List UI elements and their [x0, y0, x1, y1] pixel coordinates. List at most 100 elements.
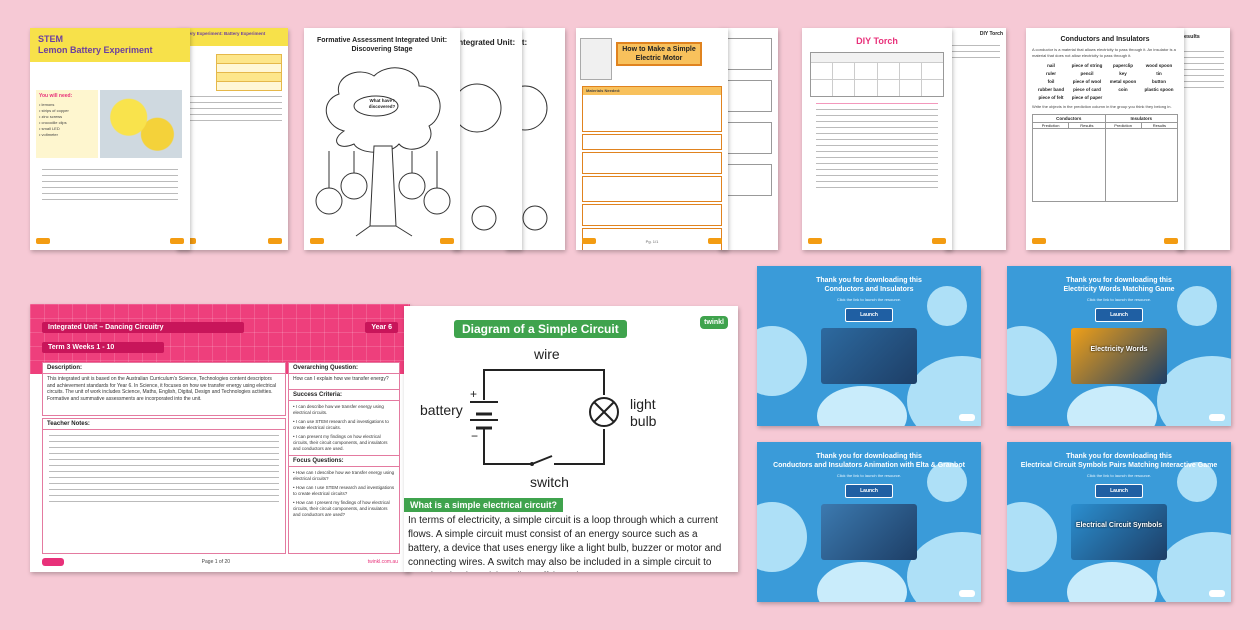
- thumbnail-preview[interactable]: [821, 504, 917, 560]
- circuit-diagram-slide: Diagram of a Simple Circuit twinkl + − w…: [404, 306, 738, 572]
- thumbnail-subtitle: Click the link to launch the resource.: [1086, 473, 1152, 478]
- svg-text:−: −: [471, 429, 478, 443]
- description-box: Description: This integrated unit is bas…: [42, 362, 286, 416]
- thumbnail-preview-text: Electricity Words: [1090, 346, 1148, 353]
- torch-back-title: DIY Torch: [979, 31, 1003, 37]
- twinkl-logo: [1209, 590, 1225, 597]
- col-prediction-2: Prediction: [1106, 123, 1142, 128]
- conductors-title: Conductors and Insulators: [1060, 36, 1150, 43]
- motor-back-page: [718, 28, 778, 250]
- battery-label: battery: [420, 402, 463, 418]
- question-heading: Overarching Question:: [289, 363, 399, 374]
- col-results-2: Results: [1152, 123, 1167, 128]
- word-item: piece of wool: [1072, 79, 1102, 84]
- focus-item: • How can I present my findings of how e…: [293, 499, 390, 517]
- electric-motor-page: How to Make a Simple Electric Motor Mate…: [576, 28, 728, 250]
- diagram-title: Diagram of a Simple Circuit: [454, 320, 627, 338]
- thumbnail-preview[interactable]: Electricity Words: [1071, 328, 1167, 384]
- tree-illustration: [315, 67, 451, 237]
- word-item: rubber band: [1037, 87, 1065, 92]
- thumbnail-title-line1: Thank you for downloading this: [1066, 277, 1172, 284]
- question-bar: What is a simple electrical circuit?: [404, 498, 564, 512]
- thumbnail-title-line2: Conductors and Insulators Animation with…: [773, 462, 965, 469]
- thumbnail-subtitle: Click the link to launch the resource.: [836, 473, 902, 478]
- thumbnail-title-line1: Thank you for downloading this: [1066, 453, 1172, 460]
- teacher-notes-heading: Teacher Notes:: [43, 419, 285, 430]
- word-item: wood spoon: [1145, 63, 1173, 68]
- circuit-diagram: + −: [470, 369, 619, 466]
- unit-plan-page: Integrated Unit – Dancing Circuitry Year…: [30, 304, 410, 572]
- launch-button[interactable]: Launch: [845, 484, 893, 498]
- thumbnail-title-line1: Thank you for downloading this: [816, 277, 922, 284]
- word-item: piece of string: [1071, 63, 1103, 68]
- formative-assessment-page: Formative Assessment Integrated Unit: Di…: [304, 28, 460, 250]
- year-badge: Year 6: [365, 322, 398, 333]
- col-insulators: Insulators: [1105, 115, 1177, 123]
- motor-title: How to Make a Simple Electric Motor: [616, 42, 702, 66]
- bulb-label: bulb: [630, 413, 657, 429]
- twinkl-logo: [42, 558, 64, 566]
- focus-item: • How can I use STEM research and invest…: [293, 484, 395, 496]
- word-item: tin: [1156, 71, 1162, 76]
- word-item: nail: [1047, 63, 1055, 68]
- focus-item: • How can I describe how we transfer ene…: [293, 469, 395, 481]
- twinkl-logo: [1209, 414, 1225, 421]
- plan-website: twinkl.com.au: [367, 559, 398, 565]
- criteria-item: • I can present my findings on how elect…: [293, 433, 388, 451]
- criteria-item: • I can describe how we transfer energy …: [293, 403, 384, 415]
- question-text: How can I explain how we transfer energy…: [293, 376, 389, 382]
- diagram-description: In terms of electricity, a simple circui…: [408, 515, 722, 572]
- twinkl-badge: twinkl: [700, 316, 728, 329]
- motor-page-number: Pg. 1/1: [645, 238, 659, 244]
- word-item: coin: [1118, 87, 1128, 92]
- word-item: foil: [1047, 79, 1055, 84]
- word-item: pencil: [1080, 71, 1094, 76]
- diy-torch-page: DIY Torch: [802, 28, 952, 250]
- launch-button[interactable]: Launch: [845, 308, 893, 322]
- twinkl-logo: [959, 414, 975, 421]
- word-item: piece of paper: [1071, 95, 1103, 100]
- twinkl-logo: [959, 590, 975, 597]
- launch-button[interactable]: Launch: [1095, 308, 1143, 322]
- formative-back-page-1: Integrated Unit:: [452, 28, 522, 250]
- plan-page-number: Page 1 of 20: [201, 559, 231, 565]
- col-conductors: Conductors: [1033, 115, 1105, 123]
- thumbnail-preview[interactable]: [821, 328, 917, 384]
- results-back-title: Results: [1180, 34, 1200, 40]
- thumbnail-preview[interactable]: Electrical Circuit Symbols: [1071, 504, 1167, 560]
- thumbnail-title-line1: Thank you for downloading this: [816, 453, 922, 460]
- word-item: paperclip: [1112, 63, 1133, 68]
- description-heading: Description:: [43, 363, 285, 374]
- thumbnail-subtitle: Click the link to launch the resource.: [836, 297, 902, 302]
- question-box: Overarching Question: How can I explain …: [288, 362, 400, 554]
- col-results-1: Results: [1080, 123, 1094, 128]
- word-item: metal spoon: [1109, 79, 1137, 84]
- word-grid: nail piece of string paperclip wood spoon ru…: [1034, 63, 1176, 100]
- thumbnail-preview-text: Electrical Circuit Symbols: [1075, 522, 1163, 529]
- criteria-heading: Success Criteria:: [289, 388, 399, 401]
- description-text: This integrated unit is based on the Aus…: [47, 376, 277, 402]
- thumbnail-title-line2: Electricity Words Matching Game: [1063, 286, 1175, 293]
- teacher-notes-box: Teacher Notes:: [42, 418, 286, 554]
- col-prediction-1: Prediction: [1033, 123, 1070, 128]
- launch-button[interactable]: Launch: [1095, 484, 1143, 498]
- wire-label: wire: [534, 346, 560, 362]
- lemon-photo: [100, 90, 182, 158]
- conductors-back-page: Results: [1176, 28, 1230, 250]
- switch-label: switch: [530, 474, 569, 490]
- word-item: plastic spoon: [1144, 87, 1174, 92]
- materials-label: Materials Needed:: [583, 87, 721, 95]
- word-item: piece of card: [1073, 87, 1101, 92]
- word-item: key: [1119, 71, 1127, 76]
- torch-title: DIY Torch: [856, 36, 898, 46]
- lemon-back-title: Battery Experiment: Battery Experiment: [176, 28, 288, 46]
- thumbnail-title-line2: Electrical Circuit Symbols Pairs Matchin…: [1020, 462, 1218, 469]
